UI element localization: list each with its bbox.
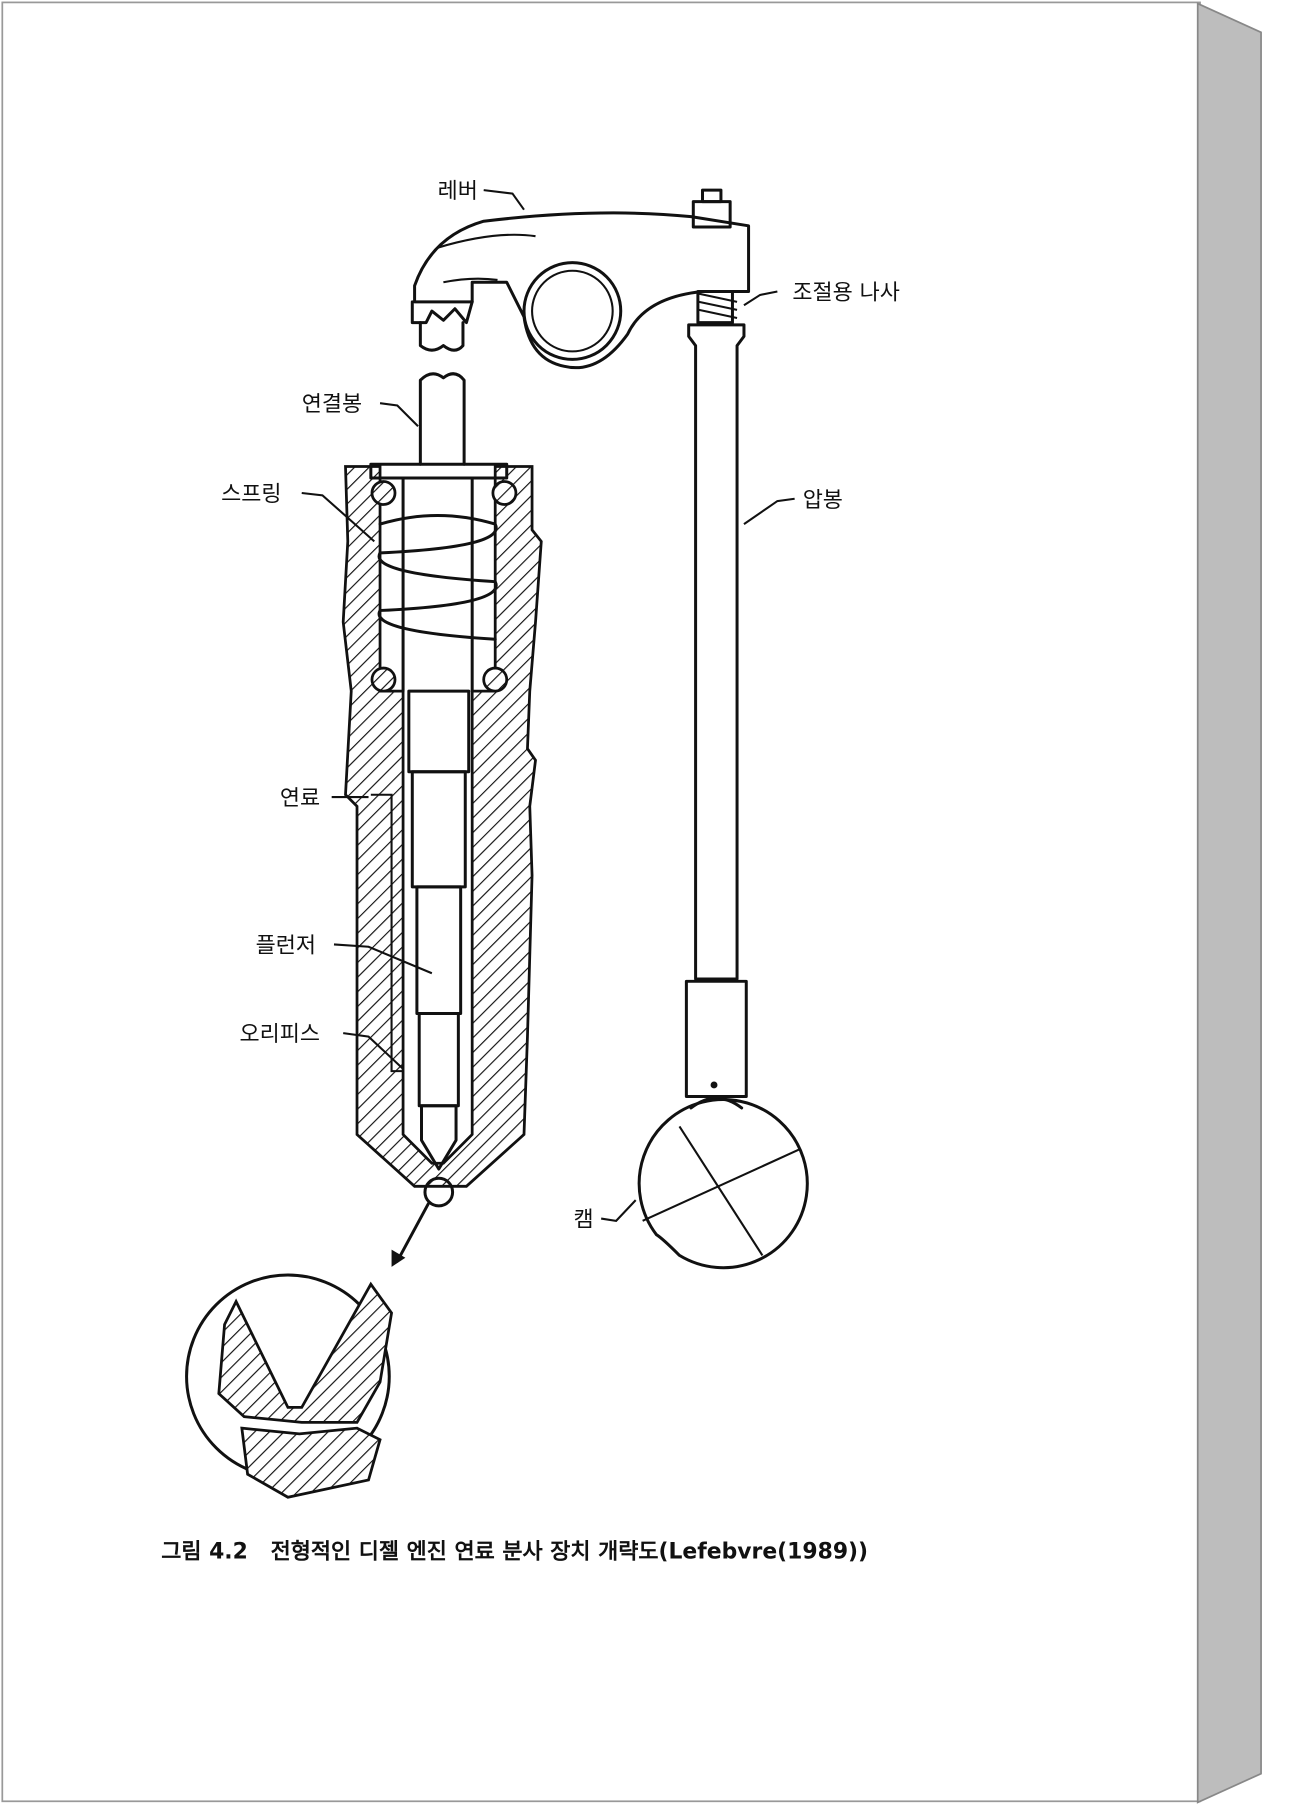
label-spring: 스프링 [221, 482, 281, 507]
connecting-rod [418, 372, 466, 466]
label-push-rod: 압봉 [803, 488, 843, 513]
injector-body [341, 462, 543, 1208]
page-edge [1, 1, 1262, 1804]
leader-lines [301, 189, 795, 1222]
label-fuel: 연료 [280, 786, 320, 811]
label-orifice: 오리피스 [240, 1022, 321, 1047]
label-cam: 캠 [574, 1208, 594, 1233]
cam [637, 1098, 809, 1270]
nozzle-detail [185, 1202, 430, 1499]
label-connecting-rod: 연결봉 [302, 392, 362, 417]
figure-caption: 그림 4.2 전형적인 디젤 엔진 연료 분사 장치 개략도(Lefebvre(… [161, 1539, 868, 1564]
rocker-lever [410, 188, 751, 370]
label-plunger: 플런저 [256, 934, 316, 959]
label-lever: 레버 [438, 179, 478, 204]
label-adjusting-screw: 조절용 나사 [792, 281, 900, 306]
